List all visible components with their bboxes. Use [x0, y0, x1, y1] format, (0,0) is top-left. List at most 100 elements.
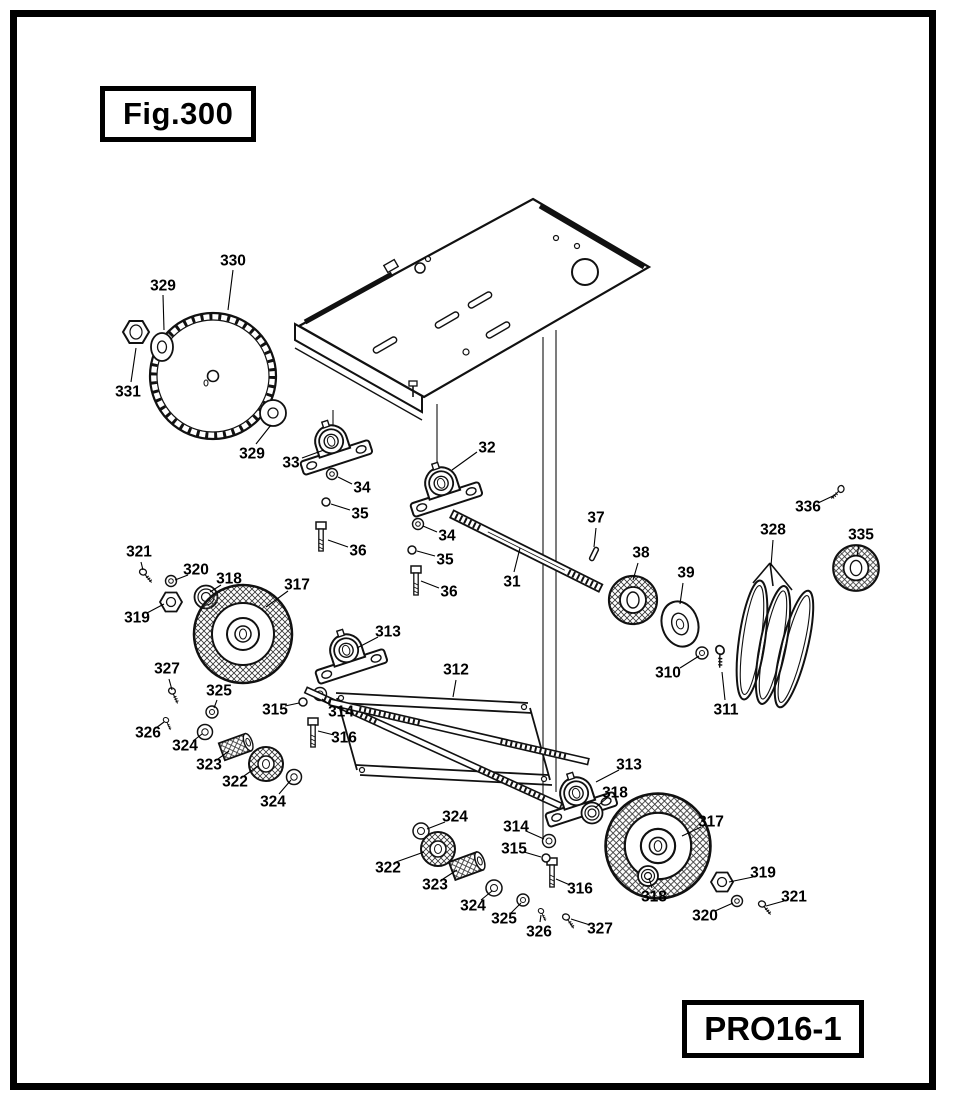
leader-line-324	[278, 779, 292, 795]
leader-line-321	[765, 900, 785, 907]
leader-line-322	[243, 765, 259, 777]
lockwasher-35-right	[407, 545, 417, 555]
bearing-32	[399, 451, 484, 519]
part-label-317: 317	[698, 814, 724, 831]
lockwasher-315-bottom	[541, 853, 551, 863]
part-label-322: 322	[375, 860, 401, 877]
leader-line-34	[337, 476, 353, 485]
leader-line-318	[594, 797, 608, 809]
leader-line-36	[327, 539, 349, 548]
washer-325-left	[205, 705, 219, 719]
part-label-313: 313	[375, 624, 401, 641]
leader-line-323	[442, 869, 458, 880]
blade-330	[148, 311, 278, 441]
part-label-316: 316	[567, 881, 593, 898]
wheel-317-right	[604, 792, 712, 900]
part-labels: 3303293313293334353632343536313738393103…	[115, 253, 874, 941]
part-label-335: 335	[848, 527, 874, 544]
belt-set-328	[735, 562, 815, 709]
leader-line-311	[721, 671, 726, 701]
part-label-33: 33	[282, 455, 300, 472]
gear-322-left	[248, 746, 284, 782]
leader-line-319	[728, 876, 754, 883]
key-37	[588, 546, 600, 562]
part-label-319: 319	[750, 865, 776, 882]
part-label-324: 324	[442, 809, 468, 826]
part-label-323: 323	[422, 877, 448, 894]
part-label-31: 31	[503, 574, 521, 591]
leader-line-329	[255, 424, 272, 445]
part-label-311: 311	[713, 702, 738, 719]
washer-324-left-a	[196, 723, 214, 741]
part-label-314: 314	[503, 819, 529, 836]
leader-line-320	[714, 902, 734, 912]
frame-312	[335, 692, 553, 786]
bolt-36-right	[410, 565, 422, 596]
leader-line-324	[192, 733, 203, 742]
part-label-329: 329	[150, 278, 176, 295]
part-label-35: 35	[436, 552, 454, 569]
part-label-37: 37	[587, 510, 604, 527]
part-label-36: 36	[440, 584, 458, 601]
part-label-39: 39	[677, 565, 695, 582]
part-label-326: 326	[135, 725, 161, 742]
part-label-321: 321	[781, 889, 807, 906]
screw-326-bottom	[534, 907, 551, 922]
part-label-324: 324	[460, 898, 486, 915]
leader-line-330	[227, 269, 234, 311]
bolt-36-left	[315, 521, 327, 552]
part-label-36: 36	[349, 543, 367, 560]
part-label-322: 322	[222, 774, 248, 791]
bushing-318-right-b	[637, 865, 659, 887]
washer-34-right	[411, 517, 425, 531]
part-label-325: 325	[206, 683, 232, 700]
part-label-34: 34	[353, 480, 371, 497]
model-number: PRO16-1	[704, 1010, 842, 1047]
part-label-315: 315	[501, 841, 527, 858]
part-label-310: 310	[655, 665, 681, 682]
part-label-312: 312	[443, 662, 469, 679]
bolt-321-left	[136, 567, 156, 584]
part-label-320: 320	[692, 908, 718, 925]
pulley-39	[660, 600, 700, 648]
leader-line-327	[168, 678, 173, 691]
part-label-326: 326	[526, 924, 552, 941]
leader-line-326	[539, 914, 542, 923]
leader-line-324	[480, 890, 493, 901]
part-label-325: 325	[491, 911, 517, 928]
leader-line-322	[395, 851, 425, 863]
part-label-327: 327	[154, 661, 180, 678]
part-label-329: 329	[239, 446, 265, 463]
part-label-327: 327	[587, 921, 613, 938]
part-label-318: 318	[641, 889, 667, 906]
bearing-33	[289, 409, 374, 477]
leader-line-327	[570, 918, 591, 926]
leader-line-318	[209, 584, 222, 593]
leader-line-325	[510, 902, 522, 914]
leader-line-318	[648, 877, 653, 889]
part-label-313: 313	[616, 757, 642, 774]
part-label-316: 316	[331, 730, 357, 747]
wheel-317-left	[192, 583, 294, 685]
leader-line-315	[284, 702, 300, 707]
part-label-314: 314	[328, 704, 354, 721]
bolt-316-bottom	[546, 857, 558, 888]
figure-number-box: Fig.300	[100, 86, 257, 142]
lockwasher-315-left	[298, 697, 308, 707]
washer-320-left	[164, 574, 178, 588]
leader-line-324	[426, 821, 446, 830]
leader-line-31	[513, 547, 521, 573]
leader-line-316	[317, 730, 335, 736]
leader-line-313	[595, 769, 620, 783]
washer-34-left	[325, 467, 339, 481]
leader-line-38	[632, 562, 639, 581]
shaft-31	[449, 509, 604, 593]
leader-line-315	[523, 851, 542, 858]
chassis-plate	[294, 197, 652, 421]
screw-327-left	[164, 686, 184, 705]
leader-line-37	[593, 527, 597, 548]
nut-331	[121, 320, 151, 344]
screw-336	[830, 483, 846, 502]
